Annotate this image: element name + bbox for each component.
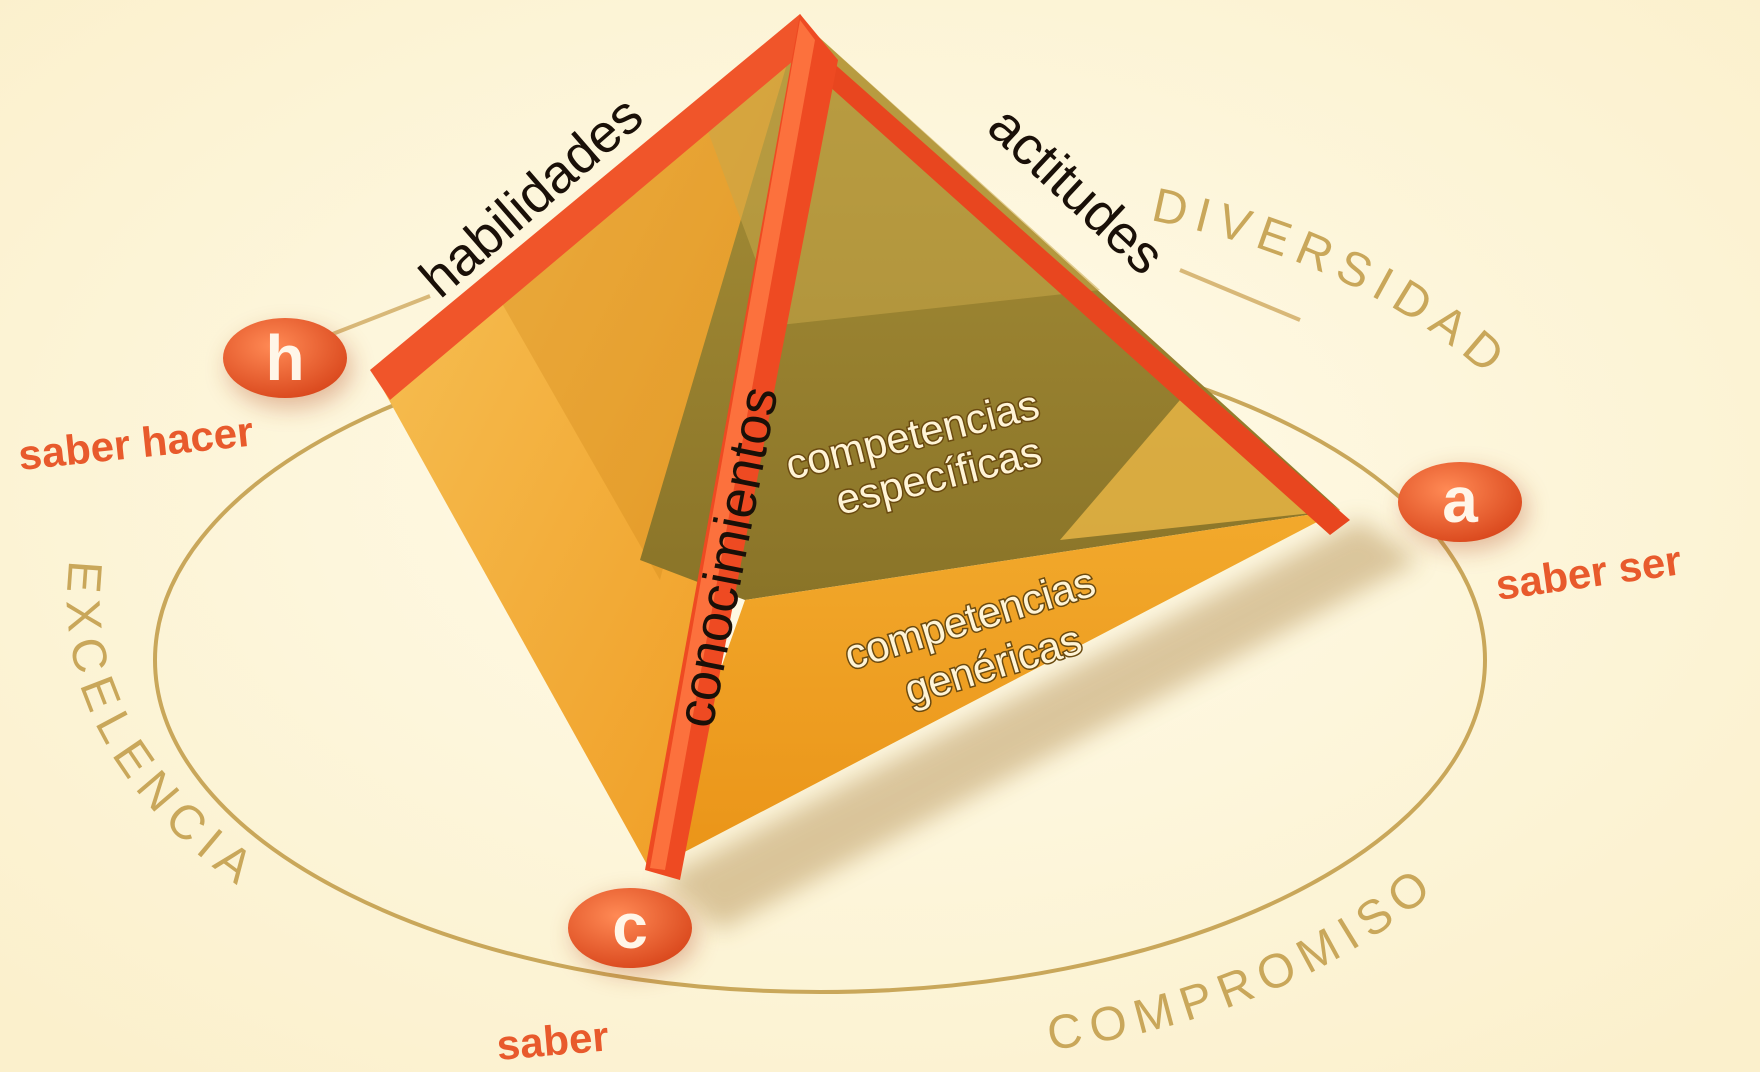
- node-c: c: [568, 888, 697, 975]
- node-a-badge: [1398, 462, 1522, 542]
- pyramid-lower-band-highlight: [1060, 400, 1340, 540]
- edge-bar-left: [370, 14, 818, 400]
- node-h-letter: h: [265, 322, 304, 394]
- pyramid-lower-band: [650, 510, 1340, 870]
- node-h: h: [223, 318, 352, 408]
- pyramid-left-face: [375, 20, 800, 870]
- ring-connector-a: [1179, 268, 1301, 322]
- node-h-badge: [223, 318, 347, 398]
- pyramid-shadow: [660, 520, 1420, 930]
- ring-connector-h: [329, 294, 431, 337]
- node-c-badge: [568, 888, 692, 968]
- edge-bar-right: [800, 14, 1350, 535]
- pyramid: [370, 14, 1350, 880]
- node-a: a: [1398, 462, 1527, 550]
- node-c-caption: saber: [495, 1012, 611, 1069]
- node-c-letter: c: [612, 890, 648, 962]
- node-a-letter: a: [1442, 464, 1478, 536]
- edge-bar-front-highlight: [650, 20, 815, 870]
